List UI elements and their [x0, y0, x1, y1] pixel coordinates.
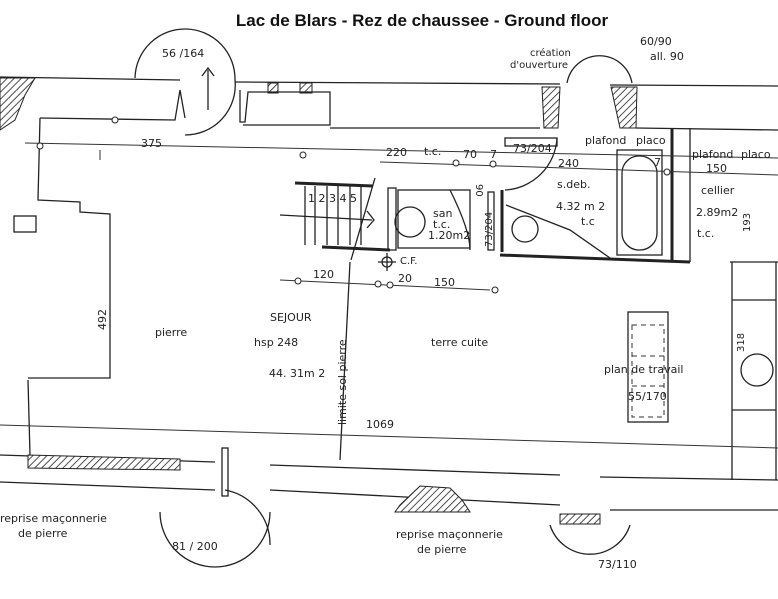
- note-masonry: de pierre: [417, 543, 467, 556]
- dimension-label: 7: [654, 156, 661, 169]
- dimension-label: 150: [434, 276, 455, 289]
- dimension-label: 240: [558, 157, 579, 170]
- worktop-size: 55/170: [628, 390, 667, 403]
- note-masonry: de pierre: [18, 527, 68, 540]
- note-masonry: reprise maçonnerie: [0, 512, 107, 525]
- note-masonry: reprise maçonnerie: [396, 528, 503, 541]
- stone-wall-door-left: [541, 86, 561, 129]
- stairs-steps: 1 2 3 4 5: [308, 192, 357, 205]
- worktop: [627, 311, 669, 423]
- ceiling-label: plafond: [585, 134, 626, 147]
- door-size-label: all. 90: [650, 50, 684, 63]
- opening-note: création: [530, 47, 571, 59]
- ceiling-label: plafond: [692, 148, 733, 161]
- room-height: hsp 248: [254, 336, 298, 349]
- door-size-label: 73/204: [484, 212, 495, 247]
- stairs: 1 2 3 4 5: [279, 177, 376, 261]
- room-floor-label: t.c.: [433, 218, 450, 231]
- worktop-label: plan de travail: [604, 363, 683, 376]
- room-floor-label: t.c.: [697, 227, 714, 240]
- room-name: s.deb.: [557, 178, 590, 191]
- wc-door-swing: [449, 189, 471, 251]
- ceiling-label: placo: [636, 134, 666, 147]
- door-top-left-arc-2: [184, 79, 236, 136]
- walls: [0, 76, 778, 525]
- room-floor-label: t.c.: [424, 145, 441, 158]
- dimension-label: 90: [473, 184, 484, 197]
- door-size-label: 56 /164: [162, 47, 204, 60]
- plan-title: Lac de Blars - Rez de chaussee - Ground …: [236, 11, 609, 30]
- dimension-label: 1069: [366, 418, 394, 431]
- door-bottom-right-arc: [549, 524, 631, 555]
- stone-wall-bottom-mid: [394, 485, 471, 513]
- dimension-label: 7: [490, 148, 497, 161]
- room-area: 44. 31m 2: [269, 367, 325, 380]
- door-size-label: 60/90: [640, 35, 672, 48]
- door-bottom-left-arc: [159, 511, 271, 568]
- room-name: cellier: [701, 184, 735, 197]
- dimension-label: 120: [313, 268, 334, 281]
- core-rooms: 1 2 3 4 5: [279, 128, 691, 461]
- dimension-label: 193: [742, 213, 753, 232]
- dimension-label: 70: [463, 148, 477, 161]
- room-floor-label: t.c: [581, 215, 595, 228]
- dimension-label: 492: [96, 309, 109, 330]
- door-top-right-arc: [566, 55, 633, 84]
- room-area: 2.89m2: [696, 206, 738, 219]
- floor-material-label: pierre: [155, 326, 187, 339]
- stone-wall-bottom-right: [559, 513, 601, 525]
- floor-limit-label: limite sol pierre: [336, 339, 349, 425]
- labels: 56 /164 création d'ouverture 60/90 all. …: [0, 35, 771, 571]
- ceiling-label: placo: [741, 148, 771, 161]
- doors: [134, 28, 633, 568]
- room-area: 4.32 m 2: [556, 200, 605, 213]
- dimension-label: 20: [398, 272, 412, 285]
- room-name: SEJOUR: [270, 311, 312, 324]
- cf-label: C.F.: [400, 256, 418, 267]
- opening-note: d'ouverture: [510, 60, 568, 71]
- stone-wall-door-right: [610, 86, 638, 129]
- door-bottom-left-arc-inner: [224, 489, 271, 546]
- dimension-label: 220: [386, 146, 407, 159]
- floor-material-label: terre cuite: [431, 336, 488, 349]
- door-top-left-arc: [134, 28, 236, 81]
- door-size-label: 73/204: [513, 142, 552, 155]
- dimension-label: 375: [141, 137, 162, 150]
- dimension-lines: [0, 116, 778, 449]
- stone-wall-bottom-left: [27, 454, 181, 471]
- door-size-label: 81 / 200: [172, 540, 218, 553]
- stone-wall-left: [0, 77, 36, 131]
- door-size-label: 73/110: [598, 558, 637, 571]
- dimension-label: 150: [706, 162, 727, 175]
- room-area: 1.20m2: [428, 229, 470, 242]
- bath-door-swing: [504, 137, 558, 191]
- bathtub: [616, 149, 663, 256]
- room-name: san: [433, 207, 452, 220]
- dimension-label: 318: [736, 333, 747, 352]
- cf-symbol: [378, 253, 396, 271]
